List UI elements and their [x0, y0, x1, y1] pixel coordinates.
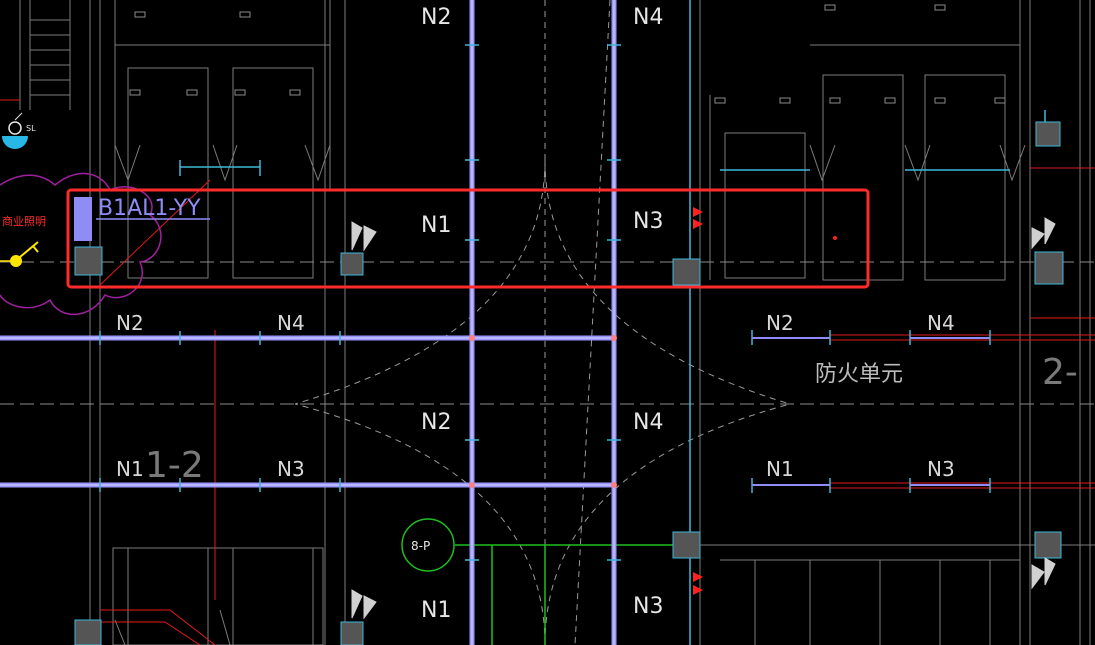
- green-wiring: [455, 544, 690, 645]
- junction-box-icon: [340, 252, 364, 276]
- label-n1-left: N1: [116, 457, 144, 481]
- label-n2-top: N2: [421, 5, 451, 30]
- fire-curves: [294, 0, 791, 645]
- junction-box-icon: [1035, 121, 1061, 147]
- right-bus-segments: [752, 337, 990, 486]
- label-n2-right: N2: [766, 311, 794, 335]
- red-fixtures: [693, 207, 837, 595]
- zone-label-left: 1-2: [145, 445, 204, 486]
- switch-icon: [0, 241, 39, 267]
- junction-boxes: [74, 121, 1064, 645]
- red-note: 商业照明: [2, 214, 46, 228]
- label-n3-mid: N3: [633, 209, 663, 234]
- fire-compartment-label: 防火单元: [815, 362, 903, 387]
- label-n1-bottom: N1: [421, 598, 451, 623]
- label-n1-right: N1: [766, 457, 794, 481]
- junction-box-icon: [1034, 251, 1064, 285]
- label-n3-left: N3: [277, 457, 305, 481]
- socket-icon: [351, 589, 377, 620]
- junction-box-icon: [74, 619, 102, 645]
- wall-lines: [19, 0, 1095, 645]
- distribution-panel: [74, 197, 92, 241]
- socket-icon: [1031, 557, 1056, 590]
- red-wiring: [0, 99, 1095, 645]
- label-n2-left: N2: [116, 311, 144, 335]
- highlight-box: [66, 188, 870, 289]
- bubble-circle: [401, 518, 455, 572]
- label-n4-right: N4: [927, 311, 955, 335]
- busway-ticks: [99, 44, 621, 561]
- busway-joints: [469, 335, 617, 488]
- label-n3-bottom: N3: [633, 594, 663, 619]
- bubble-label: 8-P: [411, 539, 430, 553]
- socket-icon: [1031, 217, 1056, 250]
- label-n1-mid: N1: [421, 213, 451, 238]
- socket-icon: [351, 221, 377, 252]
- door-handles: [129, 4, 1006, 104]
- label-n4-lower: N4: [633, 410, 663, 435]
- zone-label-right: 2-: [1042, 352, 1078, 393]
- label-n3-right: N3: [927, 457, 955, 481]
- axis-dashed: [0, 261, 1095, 405]
- circuit-tag: B1AL1-YY: [98, 196, 201, 221]
- junction-box-icon: [1034, 531, 1062, 559]
- junction-box-icon: [672, 531, 701, 559]
- label-n4-top: N4: [633, 5, 663, 30]
- busway-core: [0, 0, 615, 645]
- sl-tag: SL: [26, 124, 36, 133]
- revision-cloud: [0, 172, 162, 316]
- emergency-light-icon: [2, 112, 28, 149]
- junction-box-icon: [672, 258, 701, 286]
- label-n2-lower: N2: [421, 410, 451, 435]
- junction-box-icon: [74, 246, 103, 276]
- socket-icons: [351, 217, 1056, 620]
- label-n4-left: N4: [277, 311, 305, 335]
- junction-box-icon: [340, 621, 364, 645]
